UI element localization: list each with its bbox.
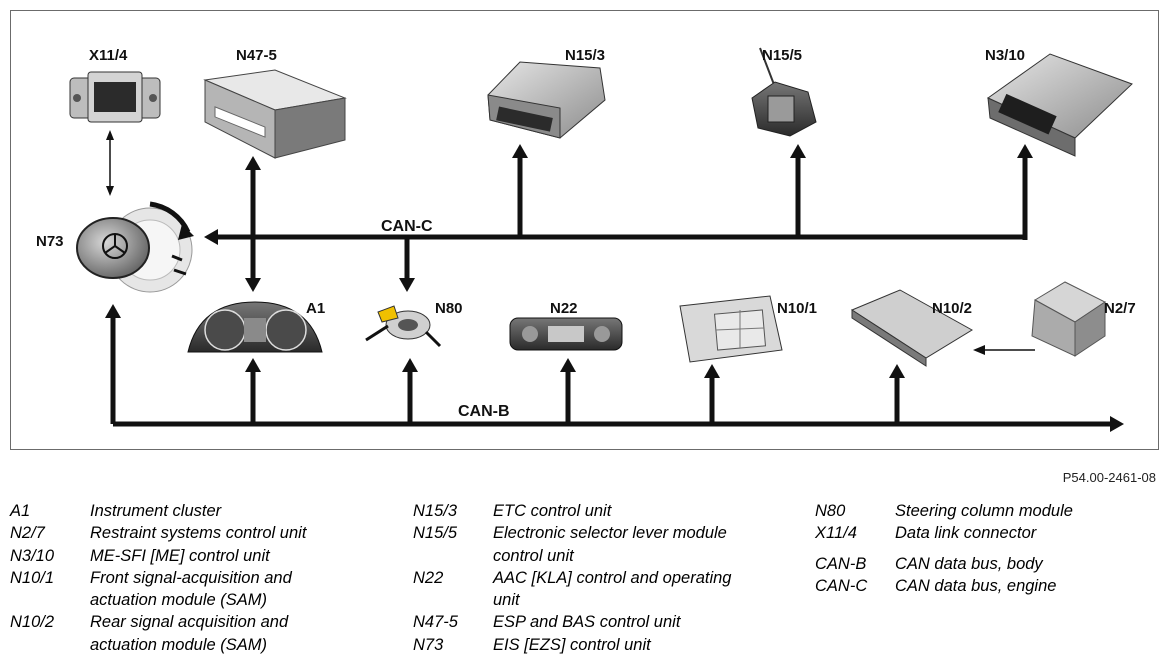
label-n10-2: N10/2 bbox=[932, 300, 972, 317]
legend-description: Restraint systems control unit bbox=[90, 524, 307, 543]
label-can-c: CAN-C bbox=[381, 218, 433, 235]
legend-description: Front signal-acquisition and actuation m… bbox=[90, 568, 292, 610]
n10-2-rear-sam-image bbox=[850, 289, 973, 367]
figure-reference: P54.00-2461-08 bbox=[1062, 470, 1156, 485]
legend-entry: N15/3 ETC control unit bbox=[413, 500, 808, 522]
label-can-b: CAN-B bbox=[458, 403, 510, 420]
legend-description: AAC [KLA] control and operating unit bbox=[493, 568, 732, 610]
legend-code: N10/1 bbox=[10, 568, 55, 587]
label-n15-3: N15/3 bbox=[565, 47, 605, 64]
label-x11-4: X11/4 bbox=[89, 47, 128, 64]
legend-entry: N3/10 ME-SFI [ME] control unit bbox=[10, 545, 400, 567]
legend-code: A1 bbox=[10, 502, 31, 520]
legend-code: CAN-C bbox=[815, 576, 868, 595]
legend-entry: N47-5 ESP and BAS control unit bbox=[413, 611, 808, 633]
x11-4-connector-image bbox=[69, 71, 161, 123]
can-bus-diagram: X11/4 N47-5 N15/3 N15/5 N3/10 N73 A1 N80… bbox=[36, 47, 1136, 432]
n15-5-selector-module-image bbox=[751, 47, 817, 137]
label-n80: N80 bbox=[435, 300, 463, 317]
legend-entry: N10/2 Rear signal acquisition and actuati… bbox=[10, 611, 400, 656]
legend-description: ME-SFI [ME] control unit bbox=[90, 546, 270, 565]
legend-entry: N10/1 Front signal-acquisition and actuat… bbox=[10, 567, 400, 612]
n2-7-restraint-control-unit-image bbox=[1031, 281, 1106, 357]
legend-code: N15/3 bbox=[413, 502, 458, 520]
can-b-bus-arrowhead bbox=[1110, 416, 1124, 432]
legend-entry: N80 Steering column module bbox=[815, 500, 1160, 522]
legend-entry: CAN-B CAN data bus, body bbox=[815, 553, 1160, 575]
n73-ignition-switch-image bbox=[76, 201, 194, 293]
legend-entry: N73 EIS [EZS] control unit bbox=[413, 634, 808, 656]
legend-description: Data link connector bbox=[895, 524, 1037, 543]
legend-code: N47-5 bbox=[413, 613, 458, 632]
legend-code: N15/5 bbox=[413, 524, 458, 543]
legend-entry: N2/7 Restraint systems control unit bbox=[10, 522, 400, 544]
legend-description: CAN data bus, engine bbox=[895, 576, 1057, 595]
legend-entry: N15/5 Electronic selector lever module co… bbox=[413, 522, 808, 567]
n47-5-control-unit-image bbox=[203, 69, 347, 159]
label-n73: N73 bbox=[36, 233, 64, 250]
legend-code: N3/10 bbox=[10, 546, 55, 565]
n80-steering-column-module-image bbox=[365, 305, 442, 348]
legend-description: EIS [EZS] control unit bbox=[493, 635, 651, 654]
legend-description: CAN data bus, body bbox=[895, 554, 1043, 573]
can-c-bus-arrowhead bbox=[204, 229, 218, 245]
legend-code: X11/4 bbox=[815, 524, 857, 543]
legend-description: ESP and BAS control unit bbox=[493, 613, 681, 632]
legend-code: CAN-B bbox=[815, 554, 867, 573]
legend-description: Instrument cluster bbox=[90, 502, 222, 520]
n10-1-front-sam-image bbox=[679, 295, 783, 363]
n15-3-control-unit-image bbox=[487, 61, 606, 139]
label-n2-7: N2/7 bbox=[1104, 300, 1136, 317]
legend-code: N73 bbox=[413, 635, 444, 654]
legend-entry: N22 AAC [KLA] control and operating unit bbox=[413, 567, 808, 612]
legend-entry: CAN-C CAN data bus, engine bbox=[815, 575, 1160, 597]
connection-lines bbox=[105, 130, 1124, 432]
n22-climate-control-unit-image bbox=[509, 317, 623, 351]
label-n15-5: N15/5 bbox=[762, 47, 802, 64]
legend-code: N10/2 bbox=[10, 613, 55, 632]
label-n10-1: N10/1 bbox=[777, 300, 817, 317]
legend-description: Electronic selector lever module control… bbox=[493, 524, 727, 565]
label-n47-5: N47-5 bbox=[236, 47, 277, 64]
legend-code: N22 bbox=[413, 568, 444, 587]
legend-code: N80 bbox=[815, 502, 846, 520]
a1-instrument-cluster-image bbox=[187, 301, 323, 353]
legend-spacer bbox=[815, 545, 1160, 553]
legend-entry: A1 Instrument cluster bbox=[10, 500, 400, 522]
legend-code: N2/7 bbox=[10, 524, 45, 543]
legend-entry: X11/4 Data link connector bbox=[815, 522, 1160, 544]
legend-description: Steering column module bbox=[895, 502, 1073, 520]
label-n3-10: N3/10 bbox=[985, 47, 1025, 64]
legend-description: Rear signal acquisition and actuation mo… bbox=[90, 613, 289, 654]
label-a1: A1 bbox=[306, 300, 325, 317]
legend-description: ETC control unit bbox=[493, 502, 612, 520]
n3-10-control-unit-image bbox=[987, 53, 1133, 157]
label-n22: N22 bbox=[550, 300, 578, 317]
